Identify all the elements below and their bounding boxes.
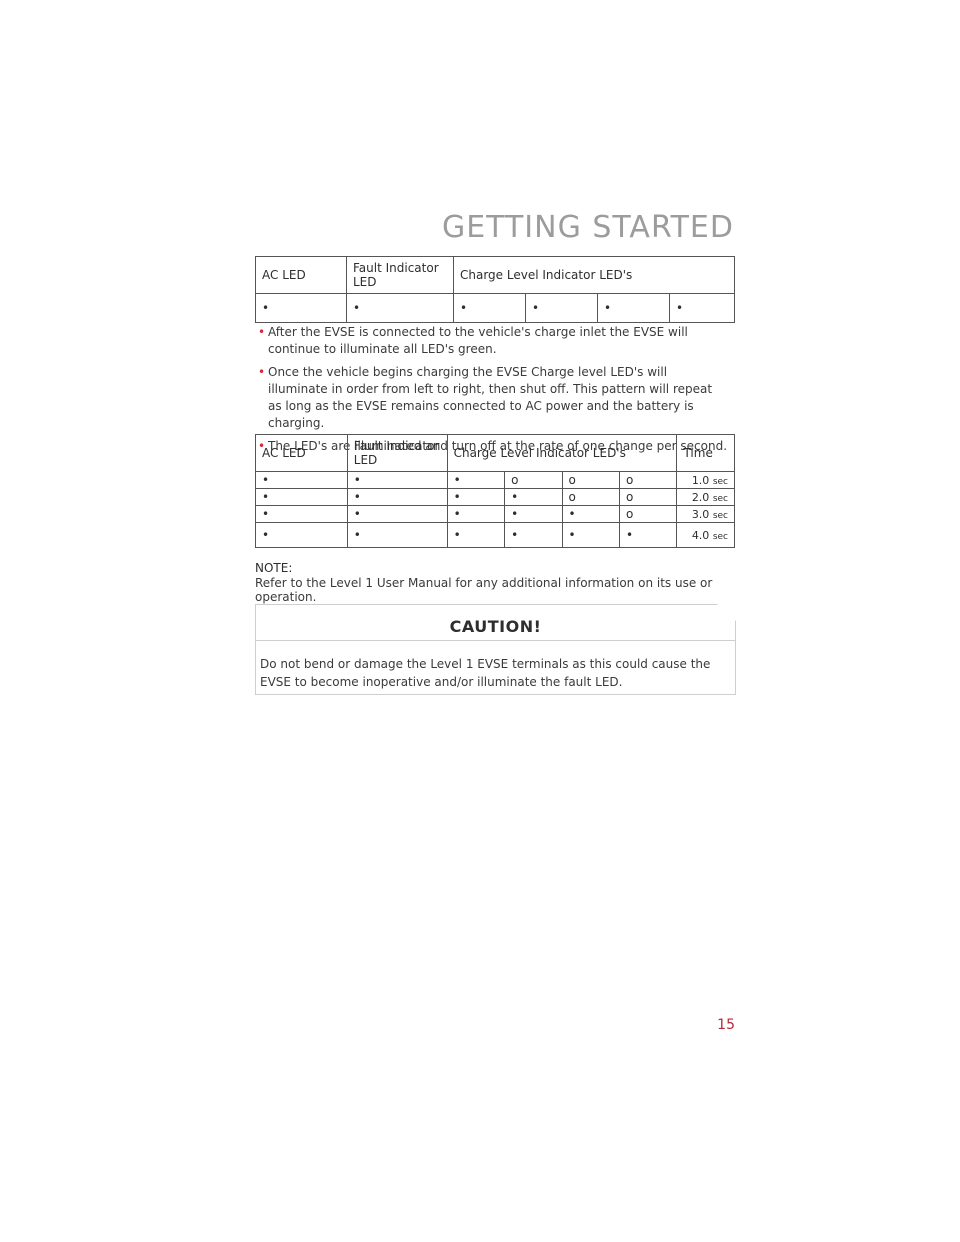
led-cell: • (346, 293, 454, 323)
charge-sequence-table: AC LED Fault Indicator LED Charge Level … (255, 434, 735, 548)
table-row: • • • • • o 3.0 sec (255, 505, 735, 523)
table-row: • • • • • • 4.0 sec (255, 522, 735, 548)
led-cell: o (618, 488, 678, 506)
led-cell: • (453, 293, 526, 323)
led-cell: o (561, 488, 621, 506)
page-number: 15 (717, 1017, 735, 1033)
led-cell: • (561, 522, 621, 548)
caution-title: CAUTION! (449, 617, 542, 636)
led-cell: • (597, 293, 670, 323)
led-cell: • (561, 505, 621, 523)
led-cell: • (504, 522, 563, 548)
bullet-text: Once the vehicle begins charging the EVS… (268, 365, 713, 430)
header-fault-led: Fault Indicator LED (346, 256, 454, 294)
header-ac-led: AC LED (255, 434, 348, 472)
led-cell: • (346, 488, 448, 506)
time-value: 4.0 (691, 528, 710, 542)
time-cell: 3.0 sec (676, 505, 735, 523)
time-value: 1.0 (691, 473, 710, 487)
time-unit: sec (712, 531, 728, 542)
caution-text: Do not bend or damage the Level 1 EVSE t… (260, 657, 711, 689)
time-value: 3.0 (691, 507, 710, 521)
header-ac-led: AC LED (255, 256, 347, 294)
header-charge-level: Charge Level Indicator LED's (446, 434, 678, 472)
header-charge-level: Charge Level Indicator LED's (453, 256, 735, 294)
time-cell: 1.0 sec (676, 471, 735, 489)
bullet-marker: • (258, 365, 266, 379)
led-cell: • (504, 488, 563, 506)
header-fault-led: Fault Indicator LED (346, 434, 448, 472)
caution-divider (256, 640, 735, 641)
led-cell: • (255, 505, 348, 523)
led-cell: • (669, 293, 735, 323)
caution-box: CAUTION! Do not bend or damage the Level… (255, 604, 736, 695)
led-cell: • (255, 471, 348, 489)
time-value: 2.0 (691, 490, 710, 504)
led-cell: o (618, 471, 678, 489)
table-header-row: AC LED Fault Indicator LED Charge Level … (255, 256, 735, 294)
section-title: GETTING STARTED (441, 210, 734, 245)
led-status-table: AC LED Fault Indicator LED Charge Level … (255, 256, 735, 323)
led-cell: • (446, 488, 506, 506)
led-cell: o (504, 471, 563, 489)
time-unit: sec (712, 476, 728, 487)
led-cell: • (525, 293, 598, 323)
led-cell: • (346, 471, 448, 489)
led-cell: • (255, 293, 347, 323)
bullet-marker: • (258, 325, 266, 339)
time-cell: 4.0 sec (676, 522, 735, 548)
led-cell: o (618, 505, 678, 523)
table-row: • • • • • • (255, 293, 735, 323)
led-cell: • (446, 522, 506, 548)
led-cell: • (446, 505, 506, 523)
led-cell: o (561, 471, 621, 489)
list-item: •Once the vehicle begins charging the EV… (258, 364, 728, 432)
led-cell: • (504, 505, 563, 523)
led-cell: • (346, 522, 448, 548)
table-row: • • • • o o 2.0 sec (255, 488, 735, 506)
note-label: NOTE: (255, 561, 293, 575)
led-cell: • (255, 522, 348, 548)
bullet-text: After the EVSE is connected to the vehic… (268, 325, 688, 356)
led-cell: • (618, 522, 678, 548)
led-cell: • (446, 471, 506, 489)
time-unit: sec (712, 493, 728, 504)
led-cell: • (346, 505, 448, 523)
note-text: Refer to the Level 1 User Manual for any… (255, 576, 713, 604)
table-header-row: AC LED Fault Indicator LED Charge Level … (255, 434, 735, 472)
time-unit: sec (712, 510, 728, 521)
list-item: •After the EVSE is connected to the vehi… (258, 324, 728, 358)
led-cell: • (255, 488, 348, 506)
header-time: Time (676, 434, 735, 472)
table-row: • • • o o o 1.0 sec (255, 471, 735, 489)
time-cell: 2.0 sec (676, 488, 735, 506)
